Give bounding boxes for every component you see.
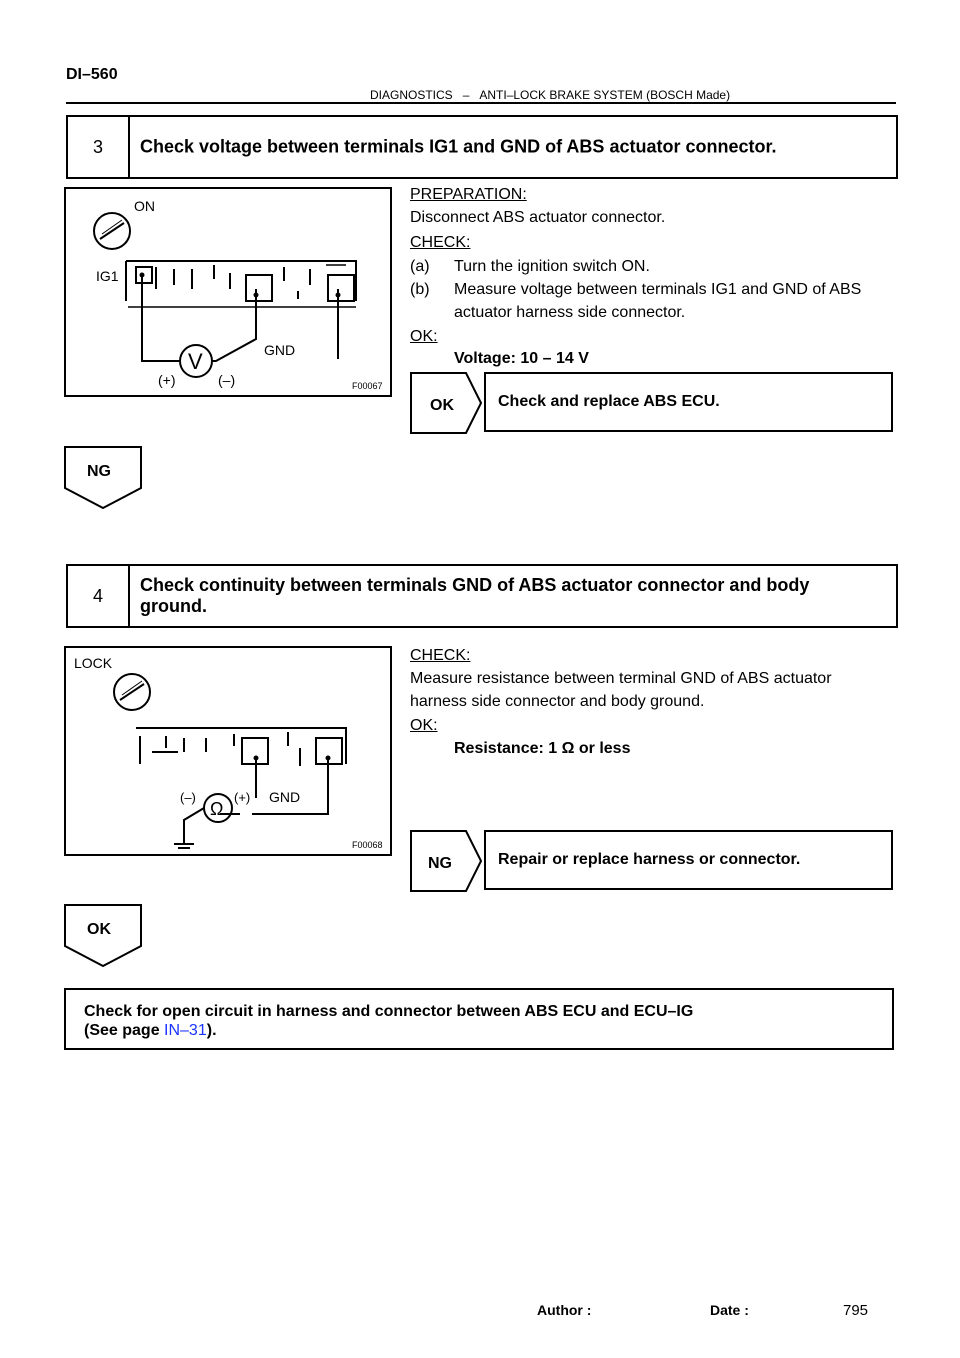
final-line2: (See page IN–31). [84, 1021, 892, 1040]
check-item-a-text: Turn the ignition switch ON. [454, 258, 650, 275]
figure-f00068: LOCK GND Ω (–) (+) F00068 [64, 646, 392, 856]
flow-tag-ng-label: NG [87, 463, 111, 480]
figure-gnd-label-4: GND [269, 789, 300, 805]
final-line1: Check for open circuit in harness and co… [84, 1003, 694, 1020]
check-heading-4: CHECK: [410, 647, 471, 664]
figure-f00067: ON IG1 GND V (+) (–) F00067 [64, 187, 392, 397]
check-item-b-marker: (b) [410, 281, 430, 298]
step-3-number: 3 [68, 117, 130, 177]
figure-minus-label: (–) [218, 372, 235, 388]
step-4-title-line1: Check continuity between terminals GND o… [140, 575, 810, 595]
ok-value-3: Voltage: 10 – 14 V [454, 350, 589, 367]
step-3-title: Check voltage between terminals IG1 and … [140, 136, 777, 157]
result-tag-ok: OK [410, 372, 482, 434]
figure-code: F00067 [352, 381, 383, 391]
figure-gnd-label: GND [264, 342, 295, 358]
flow-tag-ok-label: OK [87, 921, 111, 938]
result-box-ok: Check and replace ABS ECU. [484, 372, 893, 432]
figure-plus-label: (+) [158, 372, 176, 388]
preparation-heading: PREPARATION: [410, 186, 527, 203]
footer-page-number: 795 [843, 1302, 869, 1319]
result-tag-ok-label: OK [430, 397, 454, 414]
preparation-text: Disconnect ABS actuator connector. [410, 209, 666, 226]
ok-value-4: Resistance: 1 Ω or less [454, 740, 631, 757]
figure-minus-label-4: (–) [180, 790, 196, 805]
voltmeter-symbol: V [188, 349, 203, 374]
header-subsection: ANTI–LOCK BRAKE SYSTEM (BOSCH Made) [479, 88, 731, 102]
ok-heading-3: OK: [410, 328, 438, 345]
figure-ig1-label: IG1 [96, 268, 119, 284]
step-4-title-line2: ground. [140, 596, 207, 616]
result-tag-ng-label: NG [428, 855, 452, 872]
flow-tag-ng: NG [64, 446, 142, 510]
result-tag-ng: NG [410, 830, 482, 892]
flow-tag-ok: OK [64, 904, 142, 968]
final-instruction-box: Check for open circuit in harness and co… [64, 988, 894, 1050]
check-item-a-marker: (a) [410, 258, 430, 275]
final-line2-prefix: (See page [84, 1022, 165, 1039]
footer-date-label: Date : [710, 1302, 749, 1318]
header-section: DIAGNOSTICS [370, 88, 453, 102]
page-id: DI–560 [66, 66, 118, 83]
check-item-b-text-cont: actuator harness side connector. [454, 304, 686, 321]
voltage-check-diagram: ON IG1 GND V (+) (–) F00067 [93, 198, 383, 391]
ignition-switch-icon [93, 212, 131, 250]
check-item-b-text: Measure voltage between terminals IG1 an… [454, 281, 862, 298]
header-separator: – [462, 88, 470, 102]
ohmmeter-symbol: Ω [210, 799, 223, 819]
page-link-in31[interactable]: IN–31 [164, 1022, 207, 1039]
step-4-number: 4 [68, 566, 130, 626]
header-rule [66, 102, 896, 104]
ignition-lock-icon [113, 673, 151, 711]
check-text-4-line2: harness side connector and body ground. [410, 693, 705, 710]
footer-author-label: Author : [537, 1302, 592, 1318]
check-heading-3: CHECK: [410, 234, 471, 251]
continuity-check-diagram: LOCK GND Ω (–) (+) F00068 [74, 655, 383, 850]
step-4-title: Check continuity between terminals GND o… [140, 575, 886, 617]
ok-heading-4: OK: [410, 717, 438, 734]
running-header: DIAGNOSTICS–ANTI–LOCK BRAKE SYSTEM (BOSC… [370, 88, 730, 102]
figure-lock-label: LOCK [74, 655, 113, 671]
check-text-4-line1: Measure resistance between terminal GND … [410, 670, 832, 687]
figure-plus-label-4: (+) [234, 790, 250, 805]
step-4-box: 4 Check continuity between terminals GND… [66, 564, 898, 628]
figure-code-4: F00068 [352, 840, 383, 850]
step-3-box: 3 Check voltage between terminals IG1 an… [66, 115, 898, 179]
result-box-ng: Repair or replace harness or connector. [484, 830, 893, 890]
final-line2-suffix: ). [206, 1022, 217, 1039]
figure-switch-label: ON [134, 198, 155, 214]
